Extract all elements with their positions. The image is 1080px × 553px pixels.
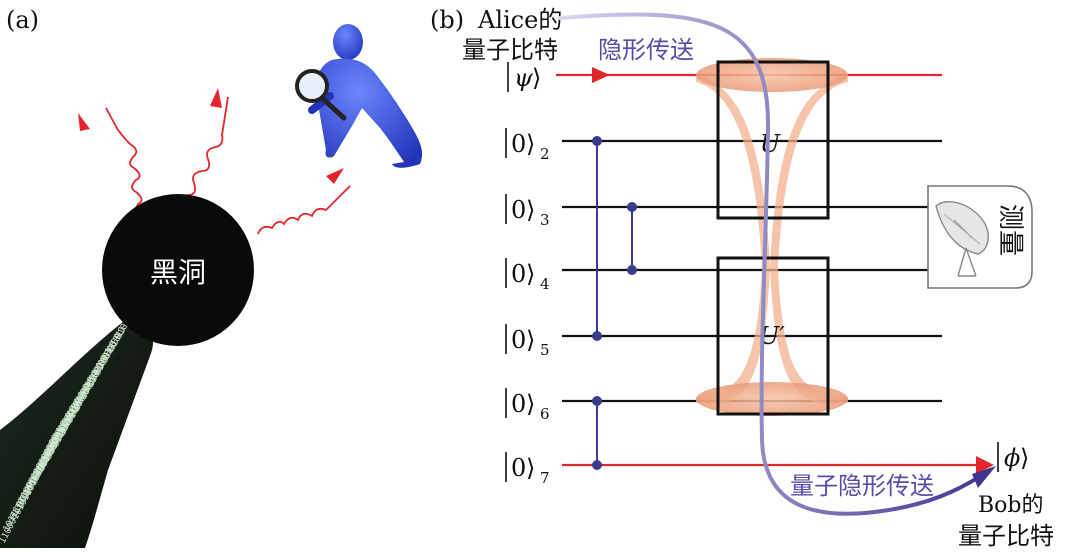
binary-data-stream: 0100010110011000101000110010011001001001… [0,318,154,548]
entanglement-links [592,136,637,470]
gate-u-label: U [760,130,781,158]
ket-labels: ψ ⟩ 0⟩20⟩30⟩40⟩50⟩60⟩7 ϕ ⟩ [505,62,1029,487]
ket-zero-6: 0⟩ 6 [505,388,550,423]
ket-zero-3: 0⟩ 3 [505,194,550,229]
svg-text:⟩: ⟩ [526,326,535,354]
teleportation-arrowhead [972,466,996,488]
ket-zero-value: 0 [511,454,526,482]
measure-label: 测量 [995,204,1025,256]
wire-7-arrowhead [976,456,994,474]
svg-text:⟩: ⟩ [526,390,535,418]
hawking-radiation [78,88,351,235]
gate-u-box [716,60,830,220]
svg-text:⟩: ⟩ [532,64,541,92]
black-hole [102,194,254,346]
wire-psi-arrowhead [592,67,610,83]
ket-zero-4: 0⟩ 4 [505,258,550,293]
svg-text:⟩: ⟩ [526,454,535,482]
ket-zero-value: 0 [511,390,526,418]
alice-qubit-label-line2: 量子比特 [462,36,558,64]
black-hole-label: 黑洞 [150,256,206,289]
bob-qubit-label-line2: 量子比特 [958,522,1054,550]
radiation-arrowhead-right [326,168,344,184]
ket-subscript: 4 [540,275,550,293]
measurement-box: 测量 [927,185,1033,289]
ket-subscript: 6 [540,405,550,423]
ket-phi-symbol: ϕ [1004,444,1020,472]
bob-qubit-label-line1: Bob的 [978,493,1044,518]
alice-qubit-label-line1: Alice的 [477,6,562,34]
svg-text:⟩: ⟩ [526,196,535,224]
svg-text:⟩: ⟩ [526,260,535,288]
radiation-wave-middle [179,96,229,206]
teleport-label-bottom: 量子隐形传送 [790,472,934,500]
panel-b-label: (b) [430,6,464,34]
svg-text:⟩: ⟩ [1020,444,1029,472]
satellite-dish-icon [935,201,989,277]
ket-zero-2: 0⟩ 2 [505,128,550,163]
teleport-label-top: 隐形传送 [598,36,694,64]
ket-subscript: 5 [540,341,550,359]
ket-zero-5: 0⟩ 5 [505,324,550,359]
radiation-wave-right [257,185,351,235]
ket-subscript: 2 [540,145,550,163]
gate-u-prime-box [716,256,830,416]
ket-zero-value: 0 [511,326,526,354]
ket-zero-value: 0 [511,196,526,224]
radiation-arrowhead-left [78,113,90,131]
observer-person-icon [295,24,423,168]
ket-zero-7: 0⟩ 7 [505,452,550,487]
magnifying-glass-icon [295,69,329,103]
ket-zero-value: 0 [511,130,526,158]
teleportation-arrow [558,12,992,516]
ket-subscript: 3 [540,211,550,229]
wormhole [696,58,848,416]
radiation-arrowhead-middle [210,88,222,108]
radiation-wave-left [105,107,143,217]
ket-psi-symbol: ψ [514,64,534,92]
panel-a-label: (a) [6,6,39,34]
ket-zero-value: 0 [511,260,526,288]
ket-psi: ψ ⟩ [507,62,541,92]
ket-subscript: 7 [540,469,550,487]
ket-phi: ϕ ⟩ [997,442,1029,472]
svg-text:⟩: ⟩ [526,130,535,158]
